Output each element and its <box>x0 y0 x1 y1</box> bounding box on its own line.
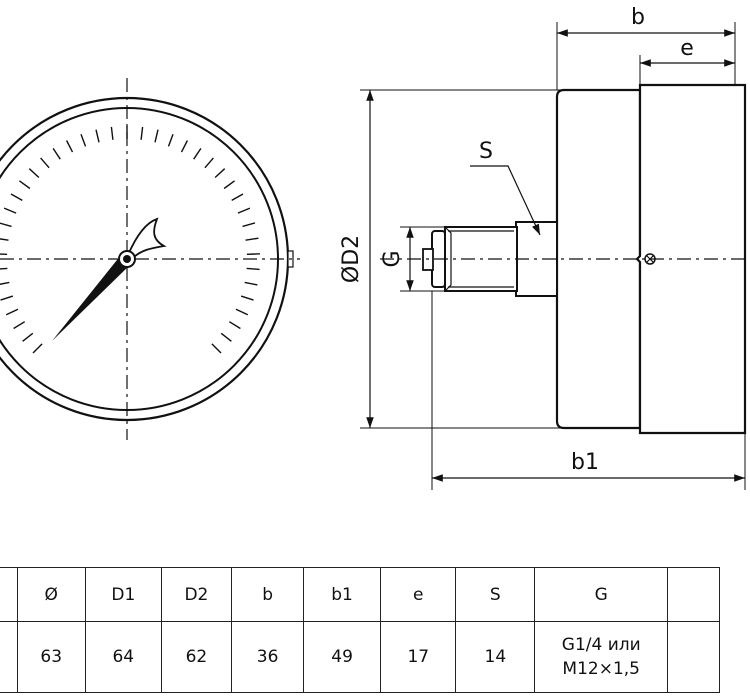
specifications-table: Ø D1 D2 b b1 e S G 63 64 62 36 49 17 14 … <box>0 567 720 693</box>
scale-tick <box>3 207 17 214</box>
scale-tick <box>13 321 26 330</box>
scale-tick <box>220 332 232 342</box>
leader-s <box>470 165 541 236</box>
front-view <box>0 78 300 440</box>
scale-tick <box>231 193 244 202</box>
scale-tick <box>28 168 40 179</box>
label-b1: b1 <box>571 450 599 475</box>
scale-tick <box>223 180 236 190</box>
header-cell: S <box>455 567 536 622</box>
scale-tick <box>242 222 256 228</box>
value-cell: 17 <box>380 621 457 693</box>
pressure-gauge-drawing: b e S ØD2 G b1 <box>0 5 750 490</box>
side-view: b e S ØD2 G b1 <box>339 5 750 490</box>
thread-chamfer <box>444 226 452 292</box>
scale-tick <box>240 295 254 301</box>
value-cell: 62 <box>160 621 233 693</box>
pointer-needle <box>52 217 167 341</box>
scale-tick <box>204 157 214 169</box>
scale-tick <box>167 133 174 147</box>
scale-tick <box>211 343 222 354</box>
scale-tick <box>40 157 50 169</box>
table-header-row: Ø D1 D2 b b1 e S G <box>0 567 720 622</box>
label-e: e <box>680 36 694 61</box>
label-d2: ØD2 <box>339 235 364 283</box>
value-cell <box>0 621 18 693</box>
scale-tick <box>80 133 87 147</box>
scale-tick <box>5 308 19 316</box>
value-cell: 63 <box>16 621 86 693</box>
header-cell: b1 <box>303 567 382 622</box>
scale-tick <box>246 253 260 255</box>
scale-tick <box>0 281 10 285</box>
scale-tick <box>22 332 34 342</box>
scale-tick <box>228 321 241 330</box>
header-cell: Ø <box>16 567 86 622</box>
header-cell <box>0 567 18 622</box>
scale-tick <box>235 308 249 316</box>
scale-tick <box>110 126 114 140</box>
value-cell <box>667 621 720 693</box>
scale-tick <box>193 148 202 160</box>
value-cell: 49 <box>303 621 382 693</box>
scale-tick <box>154 129 159 143</box>
scale-tick <box>237 207 251 214</box>
value-cell: G1/4 или M12×1,5 <box>534 621 669 693</box>
value-cell: 36 <box>231 621 305 693</box>
scale-tick <box>180 140 189 153</box>
scale-tick <box>245 237 259 241</box>
header-cell: D1 <box>84 567 162 622</box>
header-cell: b <box>231 567 305 622</box>
table-row: 63 64 62 36 49 17 14 G1/4 или M12×1,5 <box>0 621 720 693</box>
value-cell: 64 <box>84 621 162 693</box>
scale-tick <box>244 281 258 286</box>
header-cell: D2 <box>160 567 233 622</box>
header-cell: e <box>380 567 457 622</box>
scale-tick <box>214 168 226 179</box>
label-s: S <box>479 139 493 164</box>
label-b: b <box>631 5 645 30</box>
scale-tick <box>0 295 14 301</box>
value-cell: 14 <box>455 621 536 693</box>
scale-tick <box>0 222 12 228</box>
scale-tick <box>140 126 144 140</box>
scale-tick <box>95 129 100 143</box>
scale-tick <box>18 180 31 190</box>
thread-size-value: G1/4 или M12×1,5 <box>561 635 641 679</box>
scale-tick <box>246 267 260 271</box>
scale-tick <box>10 193 23 202</box>
scale-tick <box>32 343 43 354</box>
header-cell: G <box>534 567 669 622</box>
dial-scale-ticks <box>0 126 260 354</box>
scale-tick <box>0 267 8 270</box>
label-g: G <box>380 250 405 267</box>
scale-tick <box>65 140 74 153</box>
scale-tick <box>52 148 61 160</box>
scale-tick <box>0 238 9 241</box>
scale-tick <box>0 253 8 255</box>
header-cell <box>667 567 720 622</box>
